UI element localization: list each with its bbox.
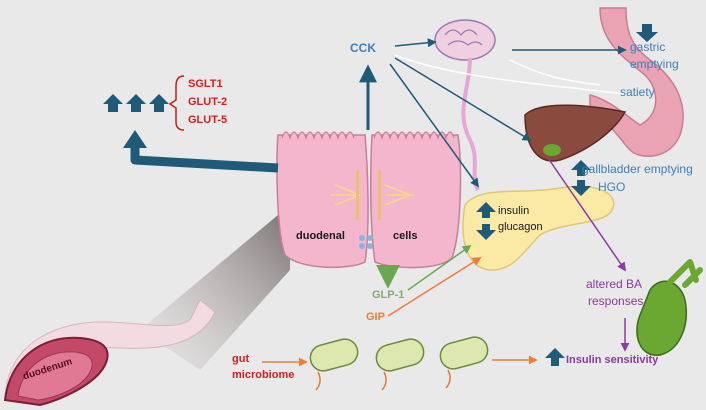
transporter-arrowhead (123, 130, 147, 148)
insulin-label: insulin (498, 205, 530, 217)
pancreas-illustration (462, 185, 615, 271)
glp1-label: GLP-1 (372, 289, 405, 301)
gallbladder-illustration (636, 259, 703, 356)
glut2-label: GLUT-2 (188, 96, 228, 108)
sglt1-label: SGLT1 (188, 78, 223, 90)
responses-label: responses (588, 294, 644, 308)
bacteria-illustration (309, 336, 489, 391)
liver-illustration (524, 104, 627, 162)
liver-to-ba-arrow (547, 157, 627, 272)
gallbladder-emptying-label: gallbladder emptying (582, 162, 693, 176)
satiety-label: satiety (620, 85, 655, 99)
brain-illustration (434, 19, 496, 191)
cck-to-pancreas-arrow (389, 63, 480, 188)
gut-label: gut (232, 353, 250, 365)
gip-to-pancreas-arrow (387, 257, 482, 317)
duodenal-cells-illustration (276, 131, 462, 269)
transporters-bracket (168, 75, 185, 131)
emptying-label: emptying (630, 57, 679, 71)
white-guide-lines (394, 54, 631, 96)
glp1-to-pancreas-arrow (407, 244, 472, 291)
cells-to-transporters-arrow (130, 145, 279, 173)
altered-ba-label: altered BA (586, 277, 643, 291)
gip-label: GIP (366, 311, 385, 323)
cck-to-liver-arrow (394, 57, 532, 141)
triple-up-arrows (103, 94, 169, 112)
glucagon-label: glucagon (498, 221, 543, 233)
small-dark-arrows (476, 24, 658, 366)
duodenum-illustration (3, 299, 216, 407)
gastric-label: gastric (630, 40, 666, 54)
duodenal-label: duodenal (296, 230, 345, 242)
cells-label: cells (393, 230, 418, 242)
microbiome-label: microbiome (232, 369, 295, 381)
hgo-label: HGO (598, 180, 626, 194)
cck-to-brain-arrow (394, 38, 437, 48)
insulin-sensitivity-label: Insulin sensitivity (566, 354, 659, 366)
glut5-label: GLUT-5 (188, 114, 228, 126)
cck-label: CCK (350, 41, 376, 55)
